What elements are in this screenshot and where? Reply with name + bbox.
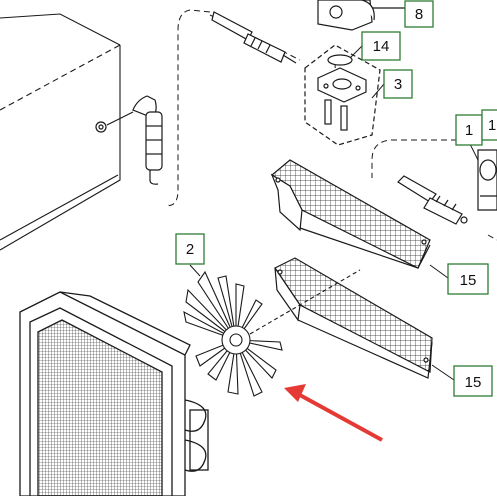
sensor-right (477, 149, 497, 211)
hose-right (397, 175, 468, 225)
svg-text:15: 15 (465, 374, 482, 391)
highlight-arrow (284, 384, 383, 442)
callout-1-left: 1 (455, 114, 483, 146)
callout-8: 8 (404, 0, 434, 28)
flange-assembly (304, 44, 381, 146)
cabinet-housing (0, 13, 121, 251)
callout-15-upper: 15 (447, 263, 489, 295)
svg-text:15: 15 (460, 272, 477, 289)
cooling-fan (183, 269, 361, 397)
callout-2: 2 (175, 233, 205, 265)
svg-text:3: 3 (394, 76, 402, 93)
svg-text:1: 1 (465, 122, 473, 139)
svg-text:14: 14 (373, 38, 390, 55)
guard-mesh-lower (274, 257, 433, 379)
callout-1-right: 1 (481, 109, 497, 141)
hose-fitting-left (95, 95, 163, 185)
radiator-core (19, 291, 209, 496)
svg-text:8: 8 (415, 6, 423, 23)
guard-mesh-upper (270, 159, 431, 269)
callout-15-lower: 15 (453, 365, 493, 397)
callout-14: 14 (361, 31, 401, 61)
callout-leaders (189, 45, 479, 381)
svg-text:1: 1 (488, 117, 496, 134)
callout-3: 3 (383, 69, 413, 99)
pump-head (317, 0, 405, 31)
svg-text:2: 2 (186, 241, 194, 258)
hose-upper (211, 11, 297, 64)
